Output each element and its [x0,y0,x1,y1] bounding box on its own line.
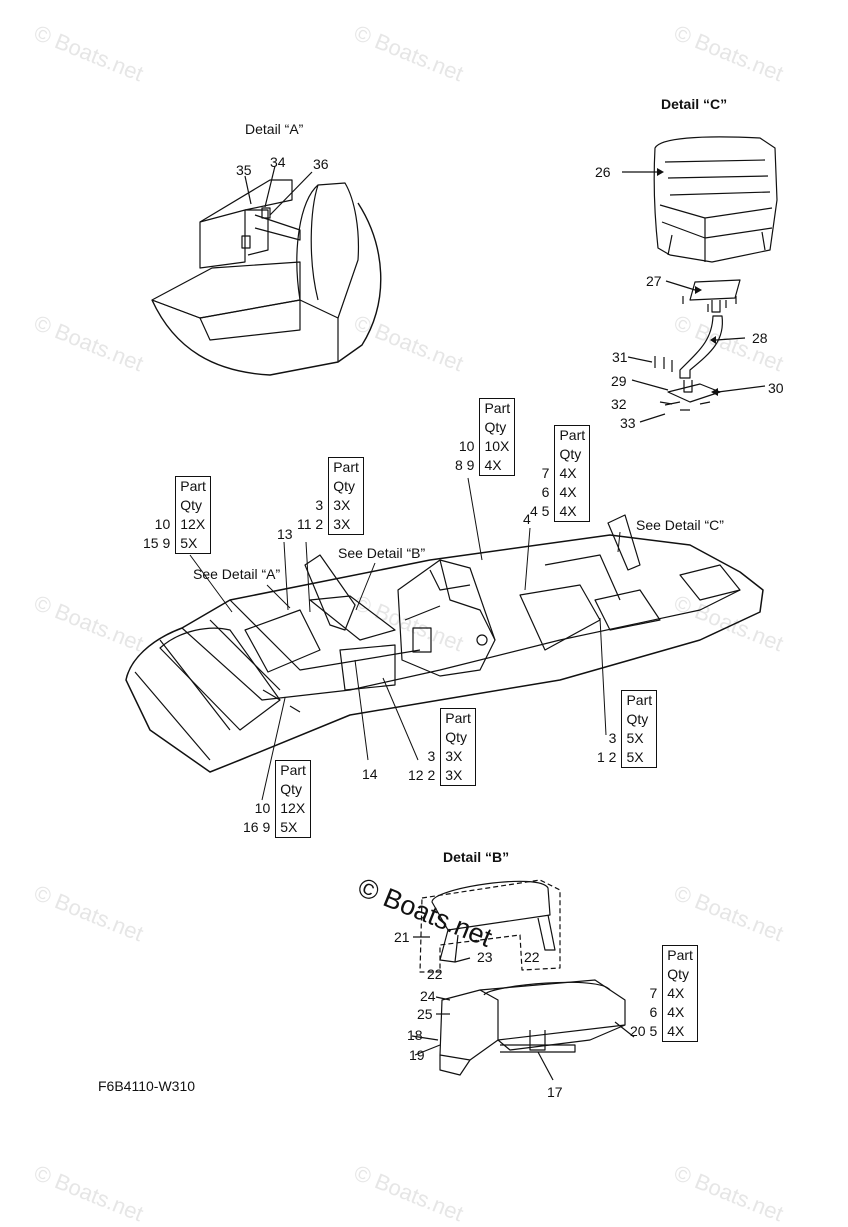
qty-row-value: 4X [662,1022,698,1042]
qty-header-part: Part [175,476,211,496]
qty-header-qty: Qty [662,965,698,984]
qty-row-part: 10 [154,516,171,532]
qty-row-part: 16 9 [243,819,271,836]
callout-26: 26 [595,164,611,180]
see-detail-b-label: See Detail “B” [338,545,426,561]
callout-27: 27 [646,273,662,289]
callout-14: 14 [362,766,378,782]
qty-row-value: 3X [328,496,364,515]
detail-b-title: Detail “B” [443,849,510,865]
qty-row-value: 4X [554,502,591,522]
qty-header-qty: Qty [175,496,211,515]
leader-arrowheads [657,168,718,396]
parts-diagram [125,136,778,1081]
qty-header-qty: Qty [440,728,476,747]
callout-36: 36 [313,156,329,172]
qty-row-part: 1 2 [597,749,617,766]
callout-22: 22 [524,949,540,965]
qty-row-value: 4X [662,1003,698,1022]
qty-row-part: 10 [458,438,475,454]
qty-header-part: Part [328,457,364,477]
qty-row-part: 6 [649,1004,658,1020]
qty-row-value: 3X [328,515,364,535]
callout-22: 22 [427,966,443,982]
qty-row-value: 4X [479,456,516,476]
callout-19: 19 [409,1047,425,1063]
qty-row-value: 3X [440,766,476,786]
qty-row-part: 10 [254,800,271,816]
qty-header-qty: Qty [479,418,516,437]
callout-13: 13 [277,526,293,542]
callout-24: 24 [420,988,436,1004]
qty-header-part: Part [440,708,476,728]
qty-row-value: 12X [175,515,211,534]
callout-17: 17 [547,1084,563,1100]
qty-row-value: 12X [275,799,311,818]
detail-a-drawing [151,165,382,376]
qty-row-value: 5X [175,534,211,554]
qty-row-value: 3X [440,747,476,766]
callout-4: 4 [523,511,531,527]
qty-row-part: 4 5 [530,503,550,520]
boat-hull-drawing [125,514,764,773]
callout-18: 18 [407,1027,423,1043]
qty-row-part: 3 [608,730,617,746]
detail-b-drawing [411,879,635,1081]
detail-c-drawing [622,136,778,423]
qty-row-part: 11 2 [297,516,324,533]
see-detail-a-label: See Detail “A” [193,566,281,582]
callout-23: 23 [477,949,493,965]
leader-lines [189,477,621,801]
callout-35: 35 [236,162,252,178]
callout-31: 31 [612,349,628,365]
callout-32: 32 [611,396,627,412]
callout-28: 28 [752,330,768,346]
qty-header-part: Part [662,945,698,965]
qty-header-part: Part [275,760,311,780]
qty-row-part: 7 [649,985,658,1001]
qty-header-part: Part [554,425,591,445]
qty-row-value: 4X [554,483,591,502]
diagram-code: F6B4110-W310 [98,1078,196,1094]
see-detail-c-label: See Detail “C” [636,517,724,533]
qty-row-value: 4X [662,984,698,1003]
qty-row-part: 8 9 [455,457,475,474]
qty-row-value: 5X [621,748,658,768]
qty-header-qty: Qty [621,710,658,729]
qty-row-part: 3 [427,748,436,764]
qty-header-part: Part [621,690,658,710]
qty-row-value: 5X [621,729,658,748]
callout-25: 25 [417,1006,433,1022]
detail-a-title: Detail “A” [245,121,304,137]
qty-row-part: 20 5 [630,1023,658,1040]
qty-row-value: 10X [479,437,516,456]
qty-row-part: 15 9 [143,535,171,552]
qty-header-part: Part [479,398,516,418]
callout-34: 34 [270,154,286,170]
qty-row-part: 3 [315,497,324,513]
qty-header-qty: Qty [554,445,591,464]
qty-row-part: 7 [541,465,550,481]
callout-30: 30 [768,380,784,396]
detail-c-title: Detail “C” [661,96,728,112]
qty-row-part: 6 [541,484,550,500]
qty-row-value: 4X [554,464,591,483]
qty-header-qty: Qty [275,780,311,799]
qty-header-qty: Qty [328,477,364,496]
callout-29: 29 [611,373,627,389]
callout-21: 21 [394,929,410,945]
qty-row-value: 5X [275,818,311,838]
qty-row-part: 12 2 [408,767,436,784]
callout-33: 33 [620,415,636,431]
